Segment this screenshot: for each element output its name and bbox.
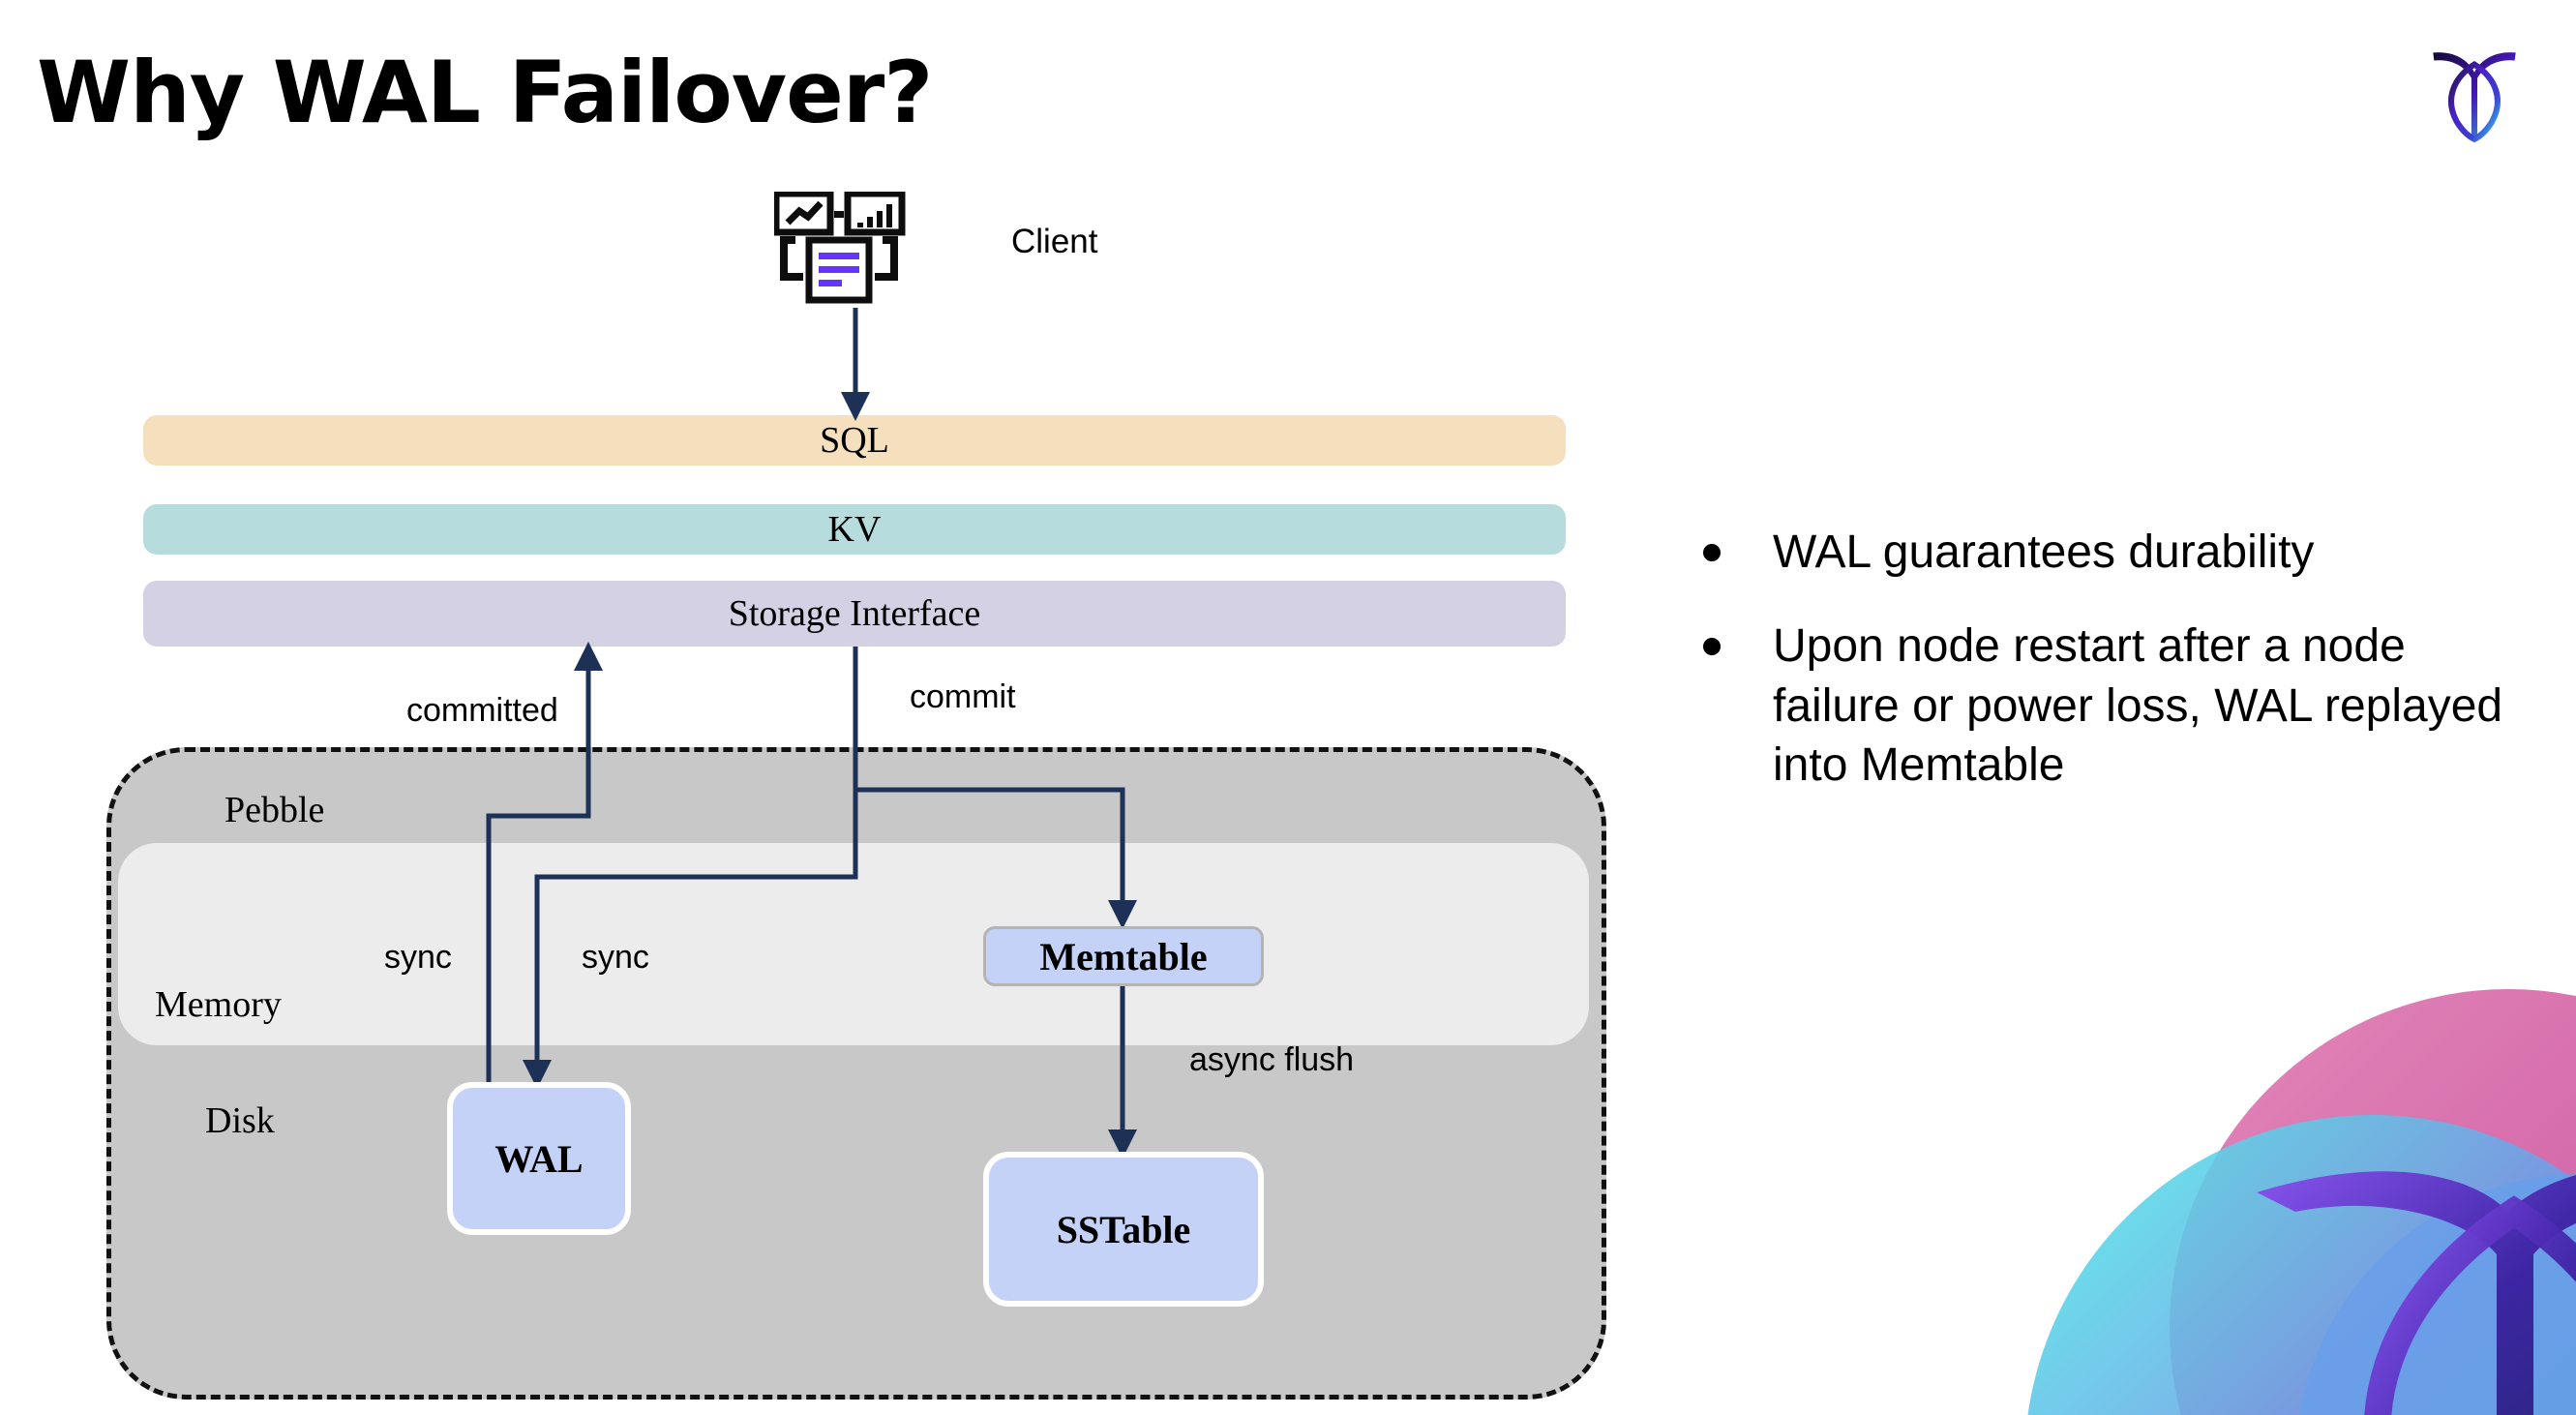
layer-bar-sql-label: SQL bbox=[820, 420, 889, 461]
architecture-diagram: Client SQL KV Storage Interface Pebble M… bbox=[106, 190, 1606, 1400]
node-memtable[interactable]: Memtable bbox=[983, 926, 1264, 986]
edge-label-async-flush: async flush bbox=[1189, 1041, 1355, 1078]
edge-label-sync-left: sync bbox=[384, 939, 452, 976]
list-item: WAL guarantees durability bbox=[1703, 523, 2535, 582]
cockroachdb-watermark-icon bbox=[1966, 921, 2576, 1415]
edge-label-committed: committed bbox=[406, 692, 558, 729]
client-dashboard-icon bbox=[772, 190, 929, 308]
layer-bar-sql: SQL bbox=[143, 415, 1566, 466]
edge-label-commit: commit bbox=[910, 678, 1016, 715]
layer-bar-kv: KV bbox=[143, 504, 1566, 555]
bullet-text: WAL guarantees durability bbox=[1773, 527, 2315, 578]
node-wal[interactable]: WAL bbox=[447, 1082, 631, 1235]
node-memtable-label: Memtable bbox=[1039, 934, 1208, 978]
layer-bar-kv-label: KV bbox=[827, 509, 882, 550]
page-title: Why WAL Failover? bbox=[37, 43, 933, 142]
node-sstable[interactable]: SSTable bbox=[983, 1152, 1264, 1307]
pebble-label: Pebble bbox=[225, 790, 325, 830]
node-sstable-label: SSTable bbox=[1056, 1207, 1191, 1251]
bullet-dot-icon bbox=[1703, 544, 1721, 561]
layer-bar-storage-interface: Storage Interface bbox=[143, 581, 1566, 647]
bullet-dot-icon bbox=[1703, 638, 1721, 656]
bullet-list: WAL guarantees durability Upon node rest… bbox=[1703, 523, 2535, 830]
layer-bar-storage-interface-label: Storage Interface bbox=[728, 593, 981, 634]
memory-region bbox=[118, 843, 1589, 1045]
node-wal-label: WAL bbox=[494, 1136, 584, 1181]
edge-label-sync-right: sync bbox=[582, 939, 649, 976]
cockroachdb-logo-icon bbox=[2415, 31, 2533, 149]
bullet-text: Upon node restart after a node failure o… bbox=[1773, 620, 2503, 792]
list-item: Upon node restart after a node failure o… bbox=[1703, 617, 2535, 795]
memory-label: Memory bbox=[155, 984, 282, 1025]
client-label: Client bbox=[1011, 223, 1098, 260]
disk-label: Disk bbox=[205, 1100, 275, 1141]
